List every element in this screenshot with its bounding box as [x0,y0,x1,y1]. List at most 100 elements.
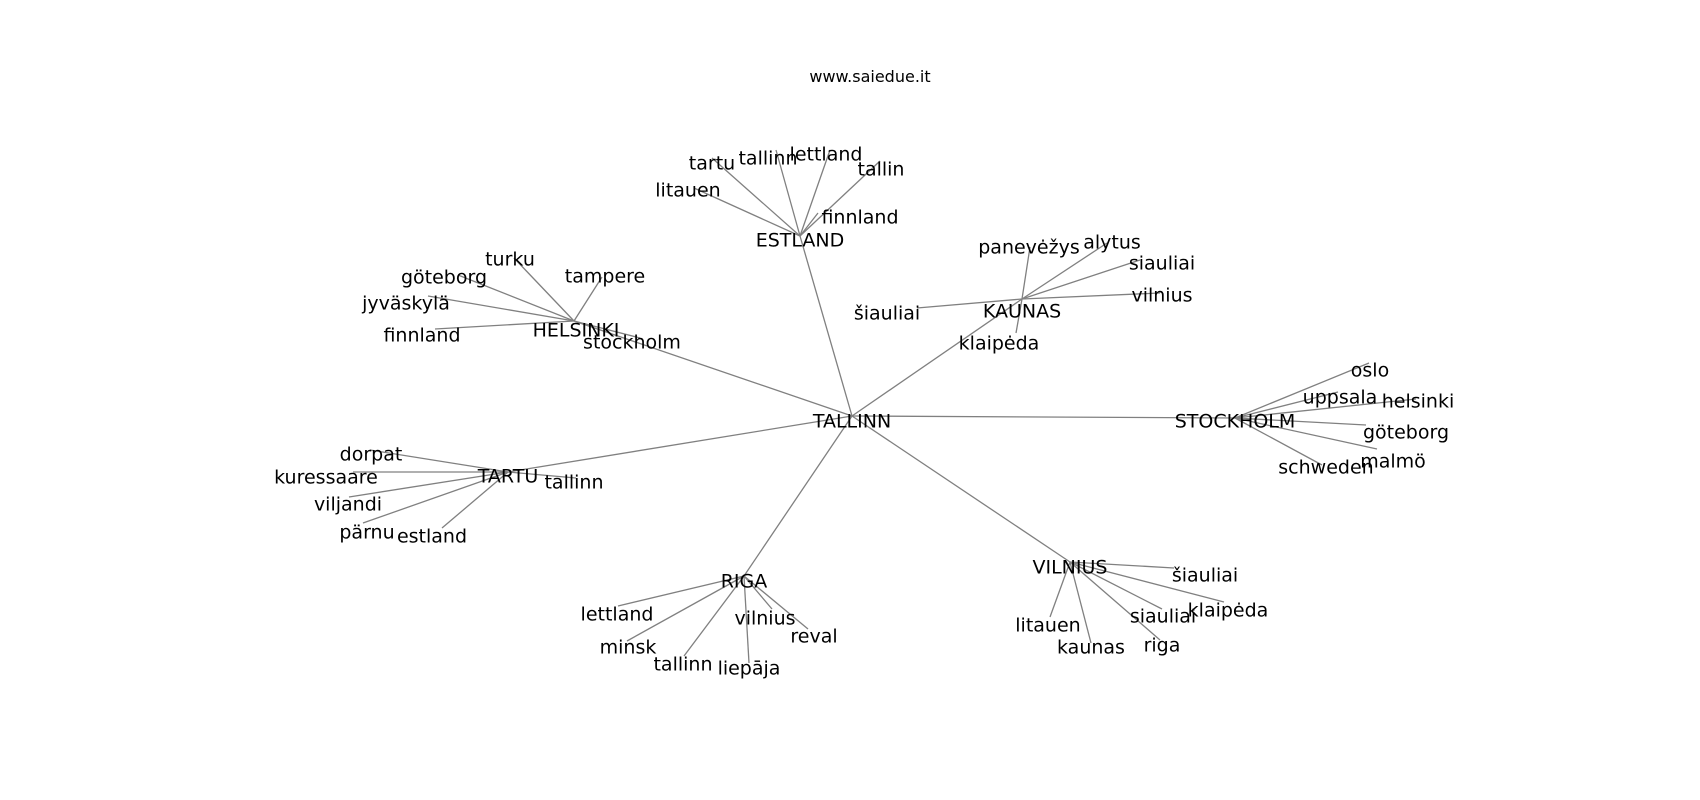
edge-stockholm-leaf [1234,391,1339,419]
node-leaf: alytus [1083,232,1141,254]
edge-tartu-leaf [369,449,509,473]
edge-riga-leaf [617,575,745,607]
node-leaf: tallinn [738,148,797,170]
node-leaf: siauliai [1130,606,1196,628]
node-leaf: stockholm [583,332,681,354]
node-leaf: reval [790,626,837,648]
edge-riga-leaf [743,575,809,630]
edge-vilnius-leaf [1069,561,1161,641]
node-leaf: jyväskylä [361,293,450,315]
edge-estland-leaf [711,157,801,237]
edge-estland-leaf [775,149,801,237]
node-leaf: klaipėda [959,333,1040,355]
node-leaf: schweden [1278,457,1373,479]
edge-center-tartu [507,415,853,473]
edge-vilnius-leaf [1049,561,1071,618]
node-leaf: finnland [383,325,460,347]
node-leaf: riga [1144,635,1181,657]
node-leaf: malmö [1360,451,1426,473]
edge-stockholm-leaf [1234,398,1417,419]
node-hub-helsinki: HELSINKI [533,320,620,342]
node-leaf: siauliai [1129,253,1195,275]
node-leaf: helsinki [1382,391,1455,413]
edge-stockholm-leaf [1234,417,1323,466]
edge-helsinki-leaf [573,276,603,322]
node-leaf: litauen [655,180,720,202]
edge-estland-leaf [799,212,819,237]
edge-tartu-leaf [362,471,509,524]
node-leaf: šiauliai [854,303,920,325]
node-hub-riga: RIGA [721,571,768,593]
node-leaf: tallinn [653,654,712,676]
node-leaf: uppsala [1303,387,1378,409]
node-leaf: klaipėda [1188,600,1269,622]
edge-helsinki-leaf [513,257,575,322]
edge-kaunas-leaf [1015,298,1023,334]
edge-tartu-leaf [348,471,509,498]
node-leaf: litauen [1015,615,1080,637]
edge-helsinki-leaf [427,295,575,322]
node-leaf: finnland [821,207,898,229]
edges-layer [348,149,1417,664]
node-leaf: tartu [689,153,735,175]
edge-stockholm-leaf [1234,362,1370,419]
edge-stockholm-leaf [1234,417,1367,426]
node-hub-stockholm: STOCKHOLM [1175,411,1296,433]
node-leaf: liepāja [718,658,781,680]
node-leaf: vilnius [1131,285,1192,307]
edge-vilnius-leaf [1069,561,1175,569]
node-leaf: minsk [600,637,657,659]
node-leaf: estland [397,526,467,548]
edge-stockholm-leaf [1234,417,1378,450]
edge-vilnius-leaf [1069,561,1092,644]
node-leaf: oslo [1351,360,1389,382]
edge-helsinki-leaf [573,320,641,339]
node-leaf: panevėžys [978,237,1080,259]
node-leaf: šiauliai [1172,565,1238,587]
edge-estland-leaf [693,187,801,237]
edge-tartu-leaf [507,471,577,479]
node-leaf: turku [485,249,535,271]
edge-center-estland [799,235,853,417]
node-leaf: göteborg [1363,422,1449,444]
diagram-title: www.saiedue.it [809,67,930,86]
node-hub-kaunas: KAUNAS [983,301,1061,323]
edge-center-stockholm [851,415,1236,419]
edge-estland-leaf [799,160,881,237]
edge-tartu-leaf [441,471,509,529]
node-leaf: pärnu [339,522,394,544]
node-leaf: vilnius [734,608,795,630]
node-leaf: göteborg [401,267,487,289]
node-leaf: kaunas [1057,637,1125,659]
edge-kaunas-leaf [1021,292,1161,300]
edge-kaunas-leaf [1021,259,1141,300]
edge-vilnius-leaf [1069,561,1225,603]
edge-helsinki-leaf [457,274,575,322]
edge-riga-leaf [626,575,745,642]
node-leaf: tallinn [544,472,603,494]
edge-center-vilnius [851,415,1071,563]
node-leaf: dorpat [340,444,403,466]
edge-kaunas-leaf [1021,242,1108,300]
edge-estland-leaf [799,149,831,237]
node-center: TALLINN [812,411,891,433]
node-leaf: viljandi [314,494,382,516]
node-hub-tartu: TARTU [477,466,538,488]
node-leaf: tallin [858,159,905,181]
edge-kaunas-leaf [1021,246,1031,300]
node-hub-vilnius: VILNIUS [1033,557,1108,579]
edge-helsinki-leaf [434,320,575,330]
edge-riga-leaf [743,575,773,610]
edge-kaunas-leaf [916,298,1023,309]
edge-vilnius-leaf [1069,561,1163,610]
node-leaf: tampere [565,266,645,288]
node-leaf: kuressaare [274,467,378,489]
edge-center-riga [743,415,853,577]
node-hub-estland: ESTLAND [756,230,845,252]
edge-center-kaunas [851,298,1023,417]
node-leaf: lettland [581,604,654,626]
edge-center-helsinki [573,320,853,417]
edge-riga-leaf [683,575,745,657]
